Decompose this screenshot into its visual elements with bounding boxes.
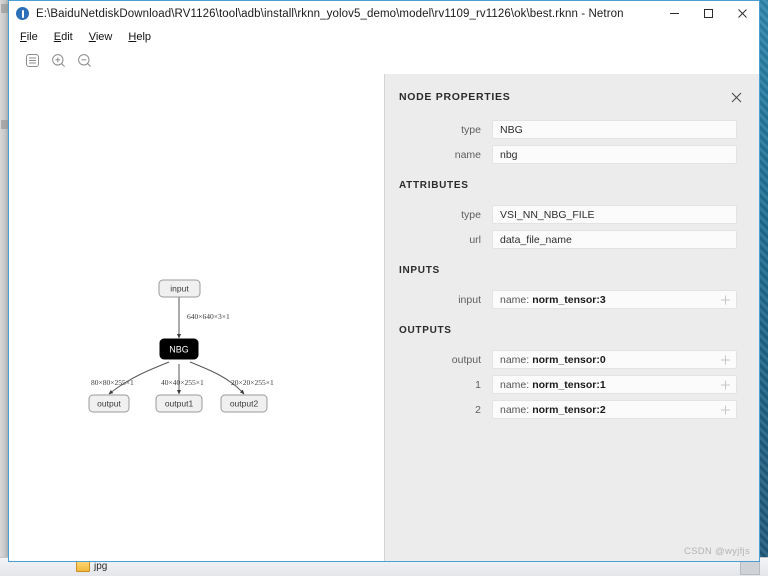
edge-label-nbg-output: 80×80×255×1 — [91, 378, 134, 387]
background-window-edge[interactable] — [0, 0, 9, 562]
expand-plus-icon[interactable] — [721, 355, 730, 364]
output-value-prefix-0: name: — [500, 353, 530, 366]
graph-node-output[interactable]: output — [88, 394, 130, 413]
edge-nbg-output — [108, 361, 170, 395]
graph-node-output1[interactable]: output1 — [155, 394, 203, 413]
output-value-tensor-0: norm_tensor:0 — [532, 353, 606, 366]
app-body: 640×640×3×1 80×80×255×1 40×40×255×1 20×2… — [9, 74, 759, 561]
edge-nbg-output2 — [189, 361, 245, 395]
output-value-prefix-1: name: — [500, 378, 530, 391]
expand-plus-icon[interactable] — [721, 405, 730, 414]
output-row-2: 2 name: norm_tensor:2 — [385, 400, 759, 419]
graph-node-output2[interactable]: output2 — [220, 394, 268, 413]
output-value-prefix-2: name: — [500, 403, 530, 416]
menu-item-help-rest: elp — [136, 30, 152, 43]
attribute-row-type: type VSI_NN_NBG_FILE — [385, 205, 759, 224]
property-row-type: type NBG — [385, 120, 759, 139]
watermark: CSDN @wyjfjs — [683, 546, 750, 557]
attribute-value-url[interactable]: data_file_name — [492, 230, 737, 249]
section-title-inputs: INPUTS — [399, 265, 440, 276]
menu-item-edit[interactable]: Edit — [53, 30, 73, 43]
graph-node-nbg[interactable]: NBG — [159, 338, 199, 360]
minimize-icon[interactable] — [657, 1, 691, 26]
input-value-input[interactable]: name: norm_tensor:3 — [492, 290, 737, 309]
netron-circle-icon — [16, 7, 29, 20]
output-value-2[interactable]: name: norm_tensor:2 — [492, 400, 737, 419]
model-graph[interactable]: 640×640×3×1 80×80×255×1 40×40×255×1 20×2… — [9, 74, 384, 561]
window-controls — [657, 1, 759, 26]
output-value-1[interactable]: name: norm_tensor:1 — [492, 375, 737, 394]
zoom-in-icon[interactable] — [47, 49, 69, 71]
taskbar-item-label: jpg — [94, 560, 108, 572]
edge-label-nbg-output2: 20×20×255×1 — [231, 378, 274, 387]
graph-node-output1-label: output1 — [165, 399, 194, 409]
attribute-label-type: type — [461, 208, 481, 221]
close-icon[interactable] — [725, 1, 759, 26]
output-value-tensor-2: norm_tensor:2 — [532, 403, 606, 416]
section-title-outputs: OUTPUTS — [399, 325, 452, 336]
graph-canvas[interactable]: 640×640×3×1 80×80×255×1 40×40×255×1 20×2… — [9, 74, 384, 561]
attribute-row-url: url data_file_name — [385, 230, 759, 249]
zoom-out-icon[interactable] — [73, 49, 95, 71]
menu-item-edit-rest: dit — [61, 30, 73, 43]
property-label-name: name — [454, 148, 481, 161]
graph-node-input-label: input — [170, 284, 189, 294]
input-row-input: input name: norm_tensor:3 — [385, 290, 759, 309]
graph-node-input[interactable]: input — [158, 279, 201, 298]
node-properties-header: NODE PROPERTIES — [385, 74, 759, 106]
netron-window: E:\BaiduNetdiskDownload\RV1126\tool\adb\… — [8, 0, 760, 562]
property-row-name: name nbg — [385, 145, 759, 164]
attribute-label-url: url — [469, 233, 481, 246]
title-bar[interactable]: E:\BaiduNetdiskDownload\RV1126\tool\adb\… — [9, 1, 759, 27]
menu-item-file[interactable]: File — [20, 30, 38, 43]
expand-plus-icon[interactable] — [721, 380, 730, 389]
output-label-0: output — [451, 353, 481, 366]
property-value-type[interactable]: NBG — [492, 120, 737, 139]
node-properties-panel: NODE PROPERTIES type NBG name nbg — [384, 74, 759, 561]
graph-node-output-label: output — [97, 399, 121, 409]
expand-plus-icon[interactable] — [721, 295, 730, 304]
input-label-input: input — [458, 293, 481, 306]
toolbar — [9, 46, 759, 74]
window-title: E:\BaiduNetdiskDownload\RV1126\tool\adb\… — [36, 7, 624, 20]
section-title-attributes: ATTRIBUTES — [399, 180, 469, 191]
attribute-value-type[interactable]: VSI_NN_NBG_FILE — [492, 205, 737, 224]
node-properties-title: NODE PROPERTIES — [399, 91, 511, 103]
input-value-tensor: norm_tensor:3 — [532, 293, 606, 306]
output-row-0: output name: norm_tensor:0 — [385, 350, 759, 369]
output-value-0[interactable]: name: norm_tensor:0 — [492, 350, 737, 369]
input-value-prefix: name: — [500, 293, 530, 306]
property-value-name[interactable]: nbg — [492, 145, 737, 164]
output-label-2: 2 — [475, 403, 481, 416]
menu-list-icon[interactable] — [21, 49, 43, 71]
graph-node-nbg-label: NBG — [169, 345, 189, 355]
output-row-1: 1 name: norm_tensor:1 — [385, 375, 759, 394]
edge-label-nbg-output1: 40×40×255×1 — [161, 378, 204, 387]
output-label-1: 1 — [475, 378, 481, 391]
taskbar-tray[interactable] — [740, 561, 760, 575]
menu-bar: File Edit View Help — [9, 27, 759, 46]
menu-item-view[interactable]: View — [88, 30, 113, 43]
close-icon[interactable] — [727, 88, 745, 106]
menu-item-file-rest: ile — [26, 30, 38, 43]
menu-item-help[interactable]: Help — [128, 30, 152, 43]
property-label-type: type — [461, 123, 481, 136]
menu-item-view-rest: iew — [95, 30, 113, 43]
graph-node-output2-label: output2 — [230, 399, 259, 409]
output-value-tensor-1: norm_tensor:1 — [532, 378, 606, 391]
maximize-icon[interactable] — [691, 1, 725, 26]
edge-label-input-nbg: 640×640×3×1 — [187, 312, 230, 321]
